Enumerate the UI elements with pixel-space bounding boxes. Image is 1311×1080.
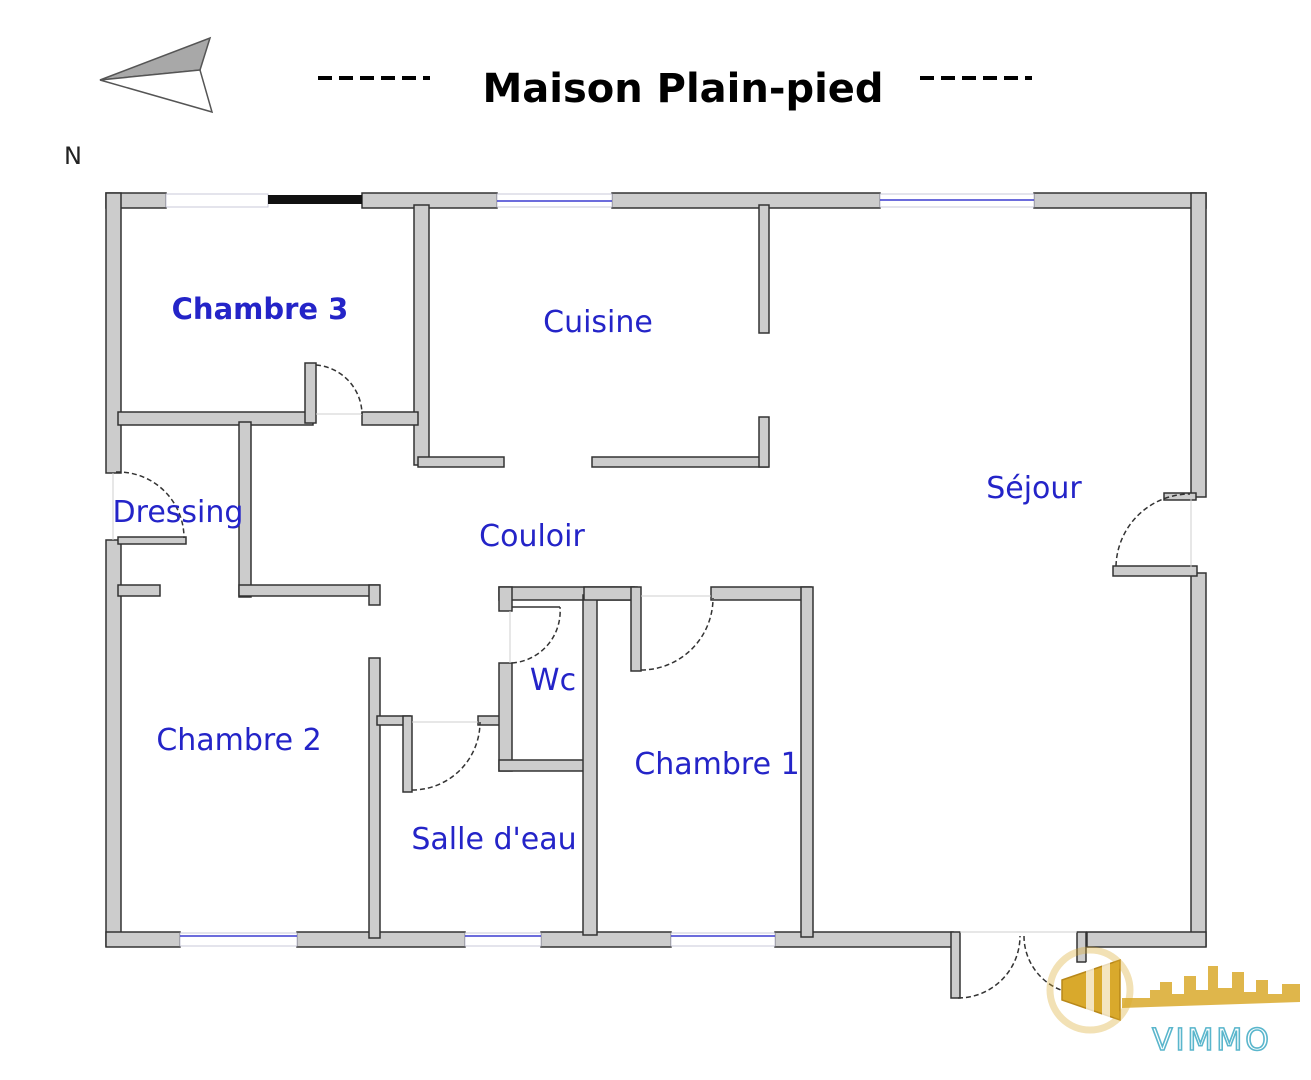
- key-skyline-logo-icon: [1046, 946, 1300, 1034]
- room-label-chambre-1: Chambre 1: [634, 747, 799, 782]
- walls: [105, 192, 1207, 999]
- page-title: Maison Plain-pied: [482, 66, 883, 112]
- logo-text: VIMMO: [1152, 1023, 1272, 1058]
- room-label-sejour: Séjour: [986, 471, 1082, 506]
- room-label-dressing: Dressing: [113, 495, 244, 530]
- vimmo-logo: VIMMO: [1046, 946, 1300, 1059]
- room-label-cuisine: Cuisine: [543, 305, 653, 340]
- doors: [112, 364, 1192, 999]
- north-label: N: [64, 142, 82, 170]
- room-label-chambre-2: Chambre 2: [156, 723, 321, 758]
- compass-arrow-icon: [99, 36, 214, 114]
- room-label-couloir: Couloir: [479, 519, 585, 554]
- windows: [165, 193, 1035, 947]
- room-label-wc: Wc: [530, 663, 576, 698]
- room-label-salle-eau: Salle d'eau: [411, 822, 576, 857]
- room-label-chambre-3: Chambre 3: [172, 292, 349, 326]
